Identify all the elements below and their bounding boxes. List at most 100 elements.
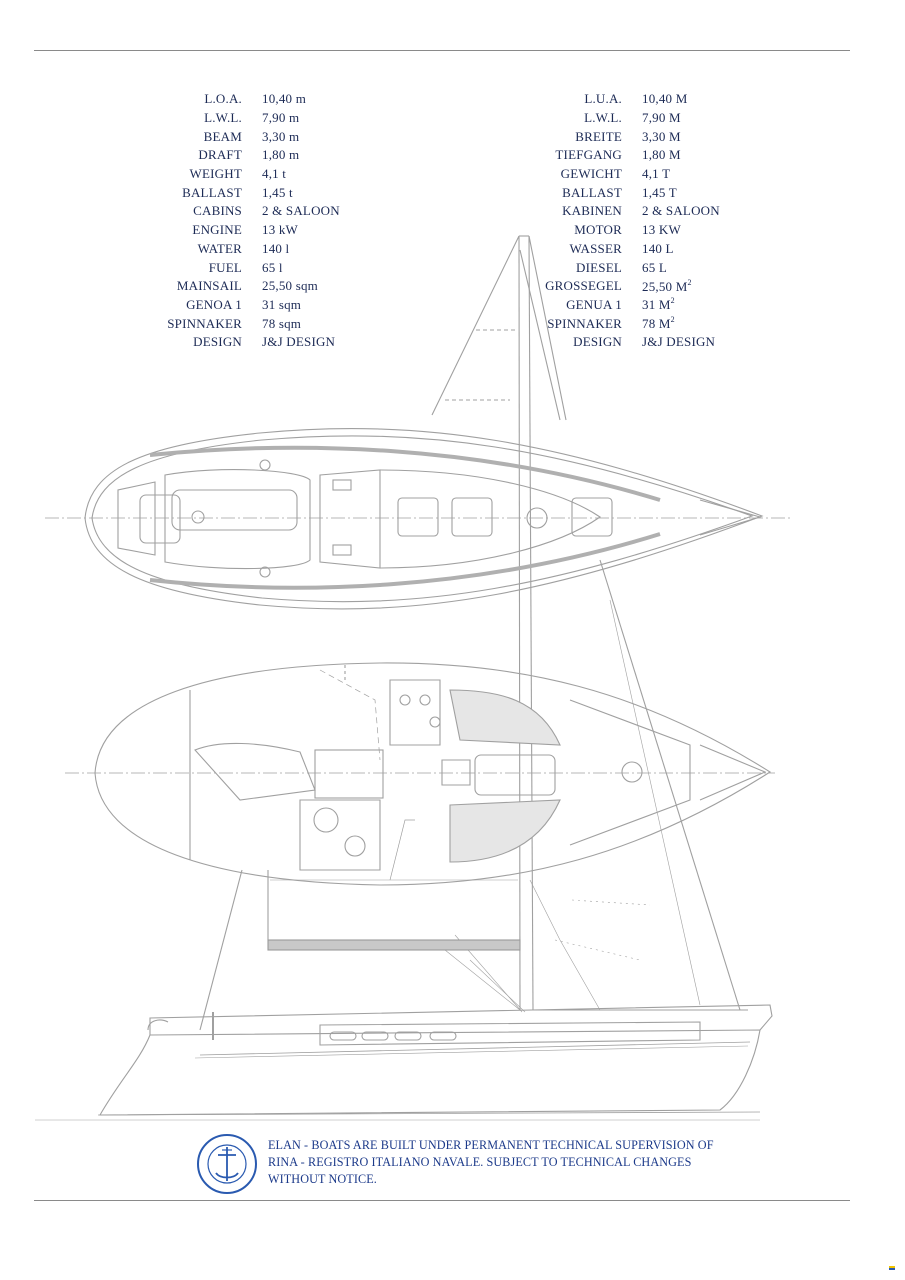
spec-value-text: 3,30 m	[262, 128, 300, 144]
spec-label: DRAFT	[198, 147, 242, 163]
spec-value-text: 65 L	[642, 259, 667, 275]
spec-row: BREITE 3,30 M	[520, 127, 720, 146]
spec-row: BEAM 3,30 m	[140, 127, 340, 146]
spec-label: GENOA 1	[186, 296, 242, 312]
spec-value: 31 M2	[642, 296, 675, 313]
spec-label: GROSSEGEL	[545, 278, 622, 294]
spec-label: SPINNAKER	[547, 315, 622, 331]
spec-unit-superscript: 2	[670, 315, 675, 325]
spec-label: SPINNAKER	[167, 315, 242, 331]
spec-value-text: 31 sqm	[262, 296, 302, 312]
spec-value-text: 140 L	[642, 240, 674, 256]
spec-row: BALLAST 1,45 t	[140, 183, 340, 202]
spec-value: 65 L	[642, 260, 667, 276]
spec-label: WEIGHT	[189, 166, 242, 182]
top-rule	[34, 50, 850, 51]
spec-row: GENOA 1 31 sqm	[140, 296, 340, 315]
spec-row: WEIGHT 4,1 t	[140, 165, 340, 184]
spec-value: 25,50 M2	[642, 278, 692, 295]
spec-label: CABINS	[193, 203, 242, 219]
spec-value: 2 & SALOON	[642, 203, 720, 219]
spec-value: 25,50 sqm	[262, 278, 318, 294]
spec-row: GROSSEGEL 25,50 M2	[520, 277, 720, 296]
spec-value-text: J&J DESIGN	[262, 334, 336, 350]
spec-value: 1,45 t	[262, 185, 293, 201]
spec-row: TIEFGANG 1,80 M	[520, 146, 720, 165]
interior-plan	[65, 662, 775, 886]
notice-line-3: WITHOUT NOTICE.	[268, 1172, 377, 1186]
spec-value: 10,40 m	[262, 91, 306, 107]
spec-label: L.O.A.	[204, 91, 242, 107]
spec-value-text: 10,40 M	[642, 91, 688, 107]
spec-label: WASSER	[569, 240, 622, 256]
spec-value-text: 7,90 m	[262, 110, 300, 126]
spec-label: GENUA 1	[566, 296, 622, 312]
spec-label: TIEFGANG	[555, 147, 622, 163]
spec-label: BEAM	[203, 128, 242, 144]
spec-unit-superscript: 2	[670, 296, 675, 306]
bottom-rule	[34, 1200, 850, 1201]
spec-row: CABINS 2 & SALOON	[140, 202, 340, 221]
spec-value: J&J DESIGN	[262, 334, 335, 350]
spec-row: L.W.L. 7,90 m	[140, 109, 340, 128]
side-profile	[35, 1004, 773, 1121]
spec-value-text: 1,80 m	[262, 147, 300, 163]
spec-value-text: 3,30 M	[642, 128, 681, 144]
spec-value-text: J&J DESIGN	[642, 334, 716, 350]
color-mark	[889, 1266, 895, 1272]
spec-row: DESIGN J&J DESIGN	[520, 333, 720, 352]
spec-value: 65 l	[262, 260, 283, 276]
spec-value-text: 2 & SALOON	[262, 203, 340, 219]
spec-value-text: 4,1 t	[262, 166, 287, 182]
spec-row: SPINNAKER 78 sqm	[140, 314, 340, 333]
spec-row: L.U.A.10,40 M	[520, 90, 720, 109]
spec-table-english: L.O.A. 10,40 m L.W.L. 7,90 m BEAM 3,30 m DRAFT…	[140, 90, 340, 352]
spec-value-text: 1,80 M	[642, 147, 681, 163]
spec-row: GEWICHT 4,1 T	[520, 165, 720, 184]
spec-unit-superscript: 2	[687, 277, 692, 287]
spec-value-text: 25,50 M	[642, 278, 688, 294]
spec-value: 3,30 m	[262, 129, 299, 145]
spec-value: J&J DESIGN	[642, 334, 715, 350]
spec-value: 10,40 M	[642, 91, 687, 107]
spec-value-text: 7,90 M	[642, 110, 681, 126]
spec-label: L.W.L.	[204, 110, 242, 126]
spec-label: BALLAST	[182, 184, 242, 200]
supervision-notice: ELAN - BOATS ARE BUILT UNDER PERMANENT T…	[268, 1137, 738, 1188]
spec-value-text: 65 l	[262, 259, 283, 275]
spec-label: BREITE	[575, 128, 622, 144]
spec-value: 7,90 m	[262, 110, 299, 126]
spec-value-text: 4,1 T	[642, 166, 671, 182]
spec-label: DESIGN	[193, 334, 242, 350]
spec-value: 78 sqm	[262, 316, 301, 332]
spec-value: 3,30 M	[642, 129, 681, 145]
spec-label: BALLAST	[562, 184, 622, 200]
spec-value-text: 140 l	[262, 240, 290, 256]
spec-value-text: 2 & SALOON	[642, 203, 720, 219]
spec-label: MAINSAIL	[176, 278, 242, 294]
spec-label: MOTOR	[574, 222, 622, 238]
deck-plan	[45, 428, 790, 610]
spec-value: 13 KW	[642, 222, 681, 238]
notice-line-1: ELAN - BOATS ARE BUILT UNDER PERMANENT T…	[268, 1138, 714, 1152]
notice-line-2: RINA - REGISTRO ITALIANO NAVALE. SUBJECT…	[268, 1155, 692, 1169]
spec-label: GEWICHT	[560, 166, 622, 182]
spec-row: MAINSAIL 25,50 sqm	[140, 277, 340, 296]
spec-value-text: 1,45 T	[642, 184, 677, 200]
spec-value: 140 L	[642, 241, 674, 257]
spec-label: DESIGN	[573, 334, 622, 350]
boom	[267, 939, 521, 951]
spec-value: 4,1 t	[262, 166, 286, 182]
spec-row: DESIGN J&J DESIGN	[140, 333, 340, 352]
spec-value-text: 1,45 t	[262, 184, 293, 200]
spec-value: 1,45 T	[642, 185, 677, 201]
rina-seal-icon	[197, 1134, 257, 1194]
spec-value: 31 sqm	[262, 297, 301, 313]
spec-value-text: 10,40 m	[262, 91, 307, 107]
